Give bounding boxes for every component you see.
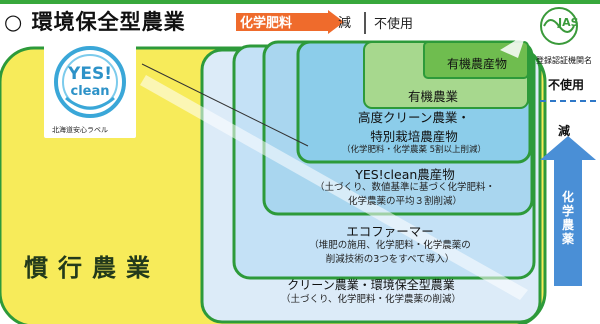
pesticide-reduce-label: 減 [558, 124, 571, 138]
tier-special-label-line1: 高度クリーン農業・ [358, 110, 470, 125]
pesticide-no-use-label: 不使用 [548, 78, 585, 92]
yes-clean-caption: 北海道安心ラベル [52, 126, 108, 134]
jas-logo [540, 7, 578, 45]
tier-eco-sub-line2: 削減技術の3つをすべて導入） [325, 254, 455, 265]
yes-clean-logo: YES! clean [44, 40, 136, 138]
tier-eco-sub-line1: （堆肥の施用、化学肥料・化学農薬の [309, 240, 471, 251]
yes-brand-line1: YES! [68, 64, 112, 84]
pesticide-reduction-arrow [540, 136, 596, 286]
tier-clean-label: クリーン農業・環境保全型農業 [287, 278, 455, 292]
jas-logo-text: JAS [558, 16, 579, 29]
tier-yesclean-sub-line1: （土づくり、数値基準に基づく化学肥料・ [314, 182, 496, 193]
tier-eco-label: エコファーマー [346, 224, 434, 239]
chemical-fertilizer-label: 化学肥料 [240, 16, 293, 31]
tier-yesclean-sub-line2: 化学農薬の平均３割削減） [347, 196, 462, 207]
tier-clean-sub: （土づくり、化学肥料・化学農薬の削減） [280, 294, 462, 305]
diagonal-arrow-band [140, 75, 528, 300]
yes-clean-emblem [54, 46, 126, 118]
header-separator [364, 12, 366, 34]
chemical-pesticide-label: 化学農薬 [561, 190, 574, 246]
tier-yesclean-label: YES!clean農産物 [355, 167, 455, 182]
tier-organic-top-box [423, 41, 529, 79]
tier-organic-produce-label: 有機農産物 [446, 57, 507, 71]
side-dashed-divider [540, 100, 596, 102]
tier-special-label-line2: 特別栽培農産物 [370, 129, 458, 144]
header-no-use-label: 不使用 [374, 17, 414, 32]
pointer-line [141, 63, 309, 147]
page-title: ○ 環境保全型農業 [4, 10, 186, 34]
header-reduce-label: 減 [338, 16, 352, 31]
diagonal-arrow-head [500, 34, 526, 58]
conventional-farming-label: 慣行農業 [24, 254, 160, 282]
tier-organic-farming-label: 有機農業 [407, 89, 458, 104]
chemical-reduction-arrow [236, 10, 344, 34]
jas-org-label: 登録認証機関名 [536, 56, 592, 65]
yes-brand-line2: clean [70, 84, 110, 99]
top-banner-stripe [0, 0, 600, 4]
tier-special-sub: （化学肥料・化学農薬 5割以上削減） [341, 145, 487, 155]
